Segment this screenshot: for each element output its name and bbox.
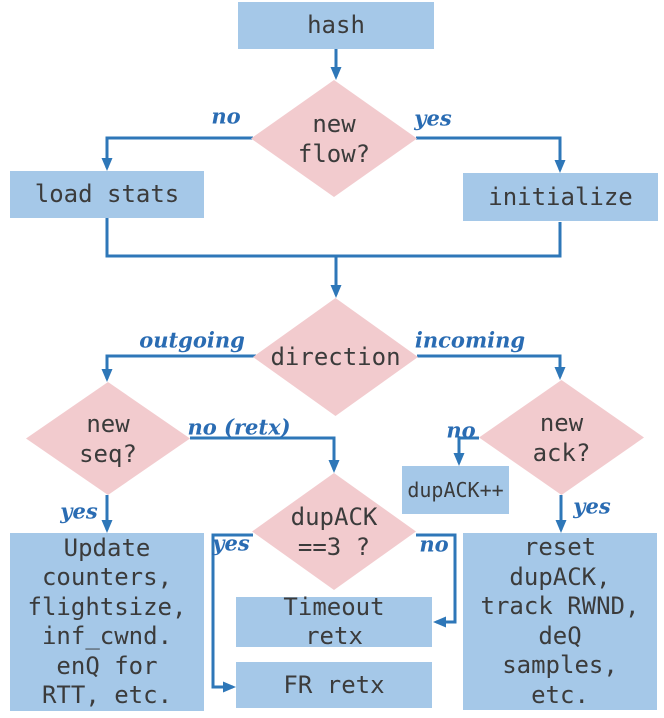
edge-newflow-yes-to-initialize bbox=[416, 136, 566, 173]
timeout-retx-line1: Timeout bbox=[283, 593, 385, 621]
node-fr-retx: FR retx bbox=[236, 662, 432, 708]
node-dupack-increment: dupACK++ bbox=[402, 466, 509, 514]
reset-line: dupACK, bbox=[509, 562, 611, 591]
edge-newack-no-to-dupackinc bbox=[453, 436, 479, 466]
reset-line: samples, bbox=[502, 651, 618, 679]
edge-direction-incoming-to-newack bbox=[417, 354, 566, 380]
new-ack-line2: ack? bbox=[532, 438, 591, 467]
dupack3-line2: ==3 ? bbox=[297, 532, 371, 561]
edge-newseq-no-to-dupack3 bbox=[190, 436, 340, 473]
edge-newflow-no-to-loadstats bbox=[101, 136, 253, 171]
edge-label-new-flow-yes: yes bbox=[414, 105, 452, 131]
new-flow-line2: flow? bbox=[297, 139, 371, 168]
edge-label-new-ack-no: no bbox=[446, 417, 476, 443]
node-initialize: initialize bbox=[463, 173, 658, 221]
edge-direction-outgoing-to-newseq bbox=[101, 354, 256, 382]
new-seq-line1: new bbox=[86, 409, 130, 438]
edge-dupack3-yes-to-frretx bbox=[211, 533, 253, 693]
node-hash: hash bbox=[238, 2, 434, 49]
node-load-stats: load stats bbox=[10, 171, 204, 218]
edge-dupack3-no-to-timeout bbox=[416, 533, 457, 628]
edge-label-dupack3-yes: yes bbox=[212, 530, 250, 556]
node-load-stats-label: load stats bbox=[34, 180, 180, 208]
reset-line: deQ bbox=[538, 621, 582, 650]
update-line: counters, bbox=[41, 563, 173, 591]
node-hash-label: hash bbox=[307, 11, 365, 39]
timeout-retx-line2: retx bbox=[305, 622, 363, 650]
node-fr-retx-label: FR retx bbox=[283, 670, 385, 699]
edge-label-new-flow-no: no bbox=[211, 103, 241, 129]
edge-label-new-ack-yes: yes bbox=[573, 493, 611, 519]
new-flow-line1: new bbox=[312, 109, 356, 138]
update-line: Update bbox=[63, 533, 151, 562]
reset-line: reset bbox=[523, 533, 597, 561]
new-ack-line1: new bbox=[539, 408, 584, 437]
node-reset-stats: reset dupACK, track RWND, deQ samples, e… bbox=[463, 533, 657, 710]
reset-line: track RWND, bbox=[480, 592, 640, 620]
node-dupack-increment-label: dupACK++ bbox=[407, 477, 504, 502]
node-update-stats: Update counters, flightsize, inf_cwnd. e… bbox=[10, 533, 204, 711]
node-initialize-label: initialize bbox=[488, 182, 633, 211]
update-line: inf_cwnd. bbox=[41, 622, 173, 650]
dupack3-line1: dupACK bbox=[290, 502, 378, 531]
edge-merge-line bbox=[105, 218, 562, 258]
edge-label-outgoing: outgoing bbox=[139, 327, 245, 353]
new-seq-line2: seq? bbox=[79, 439, 137, 468]
reset-line: etc. bbox=[531, 680, 589, 709]
direction-label: direction bbox=[270, 343, 401, 371]
edge-label-incoming: incoming bbox=[414, 327, 526, 353]
edge-label-new-seq-yes: yes bbox=[60, 498, 98, 524]
update-line: RTT, etc. bbox=[41, 681, 173, 709]
update-line: enQ for bbox=[56, 651, 158, 680]
update-line: flightsize, bbox=[27, 592, 187, 621]
node-timeout-retx: Timeout retx bbox=[236, 593, 432, 650]
edge-label-new-seq-no: no (retx) bbox=[187, 414, 291, 440]
edge-label-dupack3-no: no bbox=[419, 531, 449, 557]
